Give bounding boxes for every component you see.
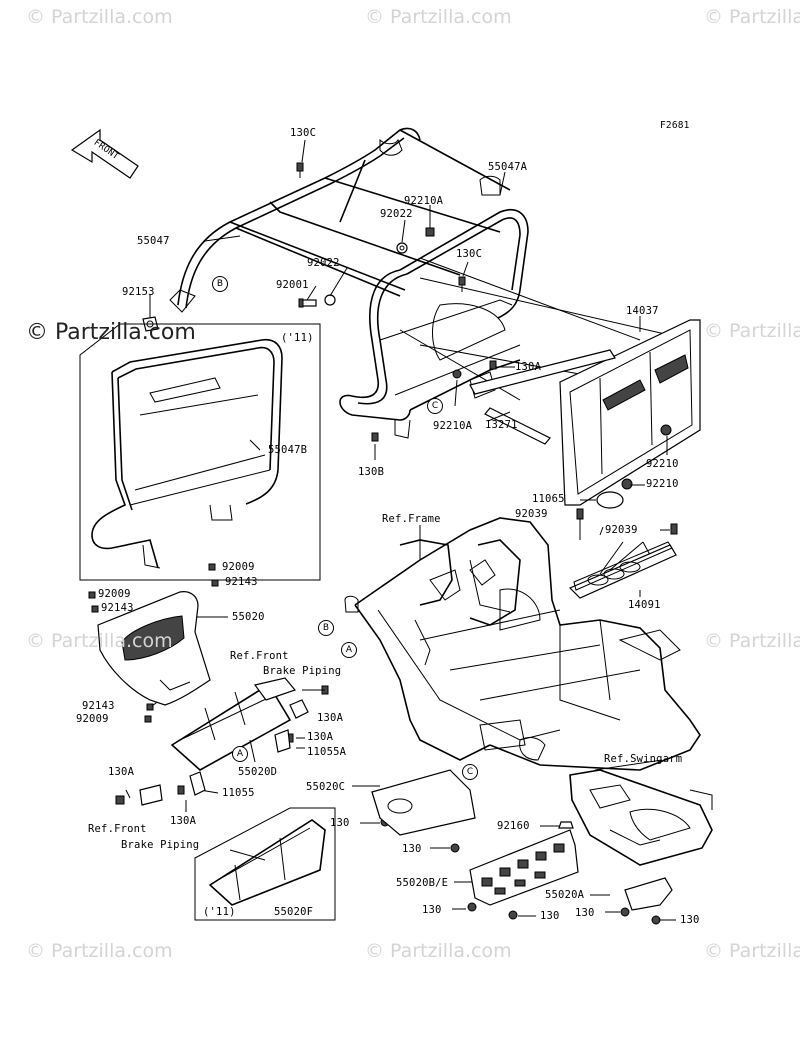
part-label: 130 (402, 843, 422, 855)
leader-lines (125, 139, 676, 921)
part-label: 55020D (238, 766, 278, 778)
watermark: © Partzilla.com (365, 6, 512, 28)
inset-55047B (79, 323, 321, 581)
part-label: 130B (358, 466, 385, 478)
ref-front-brake-label: Ref.Front (88, 823, 147, 835)
part-label: 130C (290, 127, 317, 139)
part-label: 55020B/E (396, 877, 449, 889)
part-label: 55020 (232, 611, 265, 623)
watermark: © Partzilla.com (26, 940, 173, 962)
frame-drawing (344, 517, 701, 771)
ref-frame-label: Ref.Frame (382, 513, 441, 525)
callout-c: C (427, 398, 443, 414)
part-label: 92153 (122, 286, 155, 298)
skid-55020A-drawing (624, 877, 673, 911)
part-label: 55047A (488, 161, 528, 173)
watermark: © Partzilla.com (704, 320, 800, 342)
part-label: 92009 (222, 561, 255, 573)
skid-55020C-drawing (371, 769, 476, 836)
watermark: © Partzilla.com (26, 6, 173, 28)
part-label: 14091 (628, 599, 661, 611)
part-label: 92009 (76, 713, 109, 725)
callout-c: C (462, 764, 478, 780)
part-label: 92001 (276, 279, 309, 291)
fender-55020-drawing (97, 591, 211, 706)
callout-a: A (341, 642, 357, 658)
part-label: 92143 (225, 576, 258, 588)
part-label: 92210 (646, 478, 679, 490)
part-label: 130 (422, 904, 442, 916)
swingarm-drawing (569, 769, 713, 866)
watermark: © Partzilla.com (365, 940, 512, 962)
watermark-brand: © Partzilla.com (26, 320, 196, 345)
part-label: 92039 (515, 508, 548, 520)
part-label: 130A (170, 815, 197, 827)
part-label: 130A (317, 712, 344, 724)
guard-55047-drawing (169, 127, 511, 313)
part-label: 55020A (545, 889, 585, 901)
part-label: 92143 (101, 602, 134, 614)
watermark: © Partzilla.com (26, 630, 173, 652)
screen-14037-drawing (559, 319, 701, 506)
part-label: 92210A (404, 195, 444, 207)
grommet-11065-drawing (596, 491, 624, 509)
part-label: 92009 (98, 588, 131, 600)
inset-55020F (194, 807, 336, 921)
part-label: 130 (540, 910, 560, 922)
part-label: 55020C (306, 781, 346, 793)
skid-55020BE-drawing (469, 829, 579, 906)
watermark: © Partzilla.com (704, 6, 800, 28)
part-label: 11055A (307, 746, 347, 758)
part-label: 11055 (222, 787, 255, 799)
ref-front-brake-label: Brake Piping (121, 839, 200, 851)
part-label: 130 (575, 907, 595, 919)
part-label: 92210A (433, 420, 473, 432)
watermark: © Partzilla.com (704, 940, 800, 962)
front-arrow-icon (70, 128, 139, 179)
ref-swingarm-label: Ref.Swingarm (604, 753, 683, 765)
part-label: 130A (108, 766, 135, 778)
part-label: 14037 (626, 305, 659, 317)
inset-year-label: ('11) (281, 332, 314, 344)
callout-b: B (318, 620, 334, 636)
part-label: 55047 (137, 235, 170, 247)
part-label: 92039 (605, 524, 638, 536)
part-label: 92160 (497, 820, 530, 832)
callout-b: B (212, 276, 228, 292)
ref-front-brake-label: Brake Piping (263, 665, 342, 677)
part-label: 11065 (532, 493, 565, 505)
ref-front-brake-label: Ref.Front (230, 650, 289, 662)
figure-code: F2681 (660, 120, 690, 131)
part-label: 92210 (646, 458, 679, 470)
cover-14091-drawing (568, 541, 677, 599)
part-label: 130 (680, 914, 700, 926)
part-label: 92022 (380, 208, 413, 220)
callout-a: A (232, 746, 248, 762)
part-label: 130C (456, 248, 483, 260)
part-label: 92143 (82, 700, 115, 712)
watermark: © Partzilla.com (704, 630, 800, 652)
part-label: 130 (330, 817, 350, 829)
part-label: 92022 (307, 257, 340, 269)
part-label: 13271 (485, 419, 518, 431)
part-label: 130A (515, 361, 542, 373)
part-label: 55047B (268, 444, 308, 456)
bracket-55020D-drawing (139, 677, 309, 806)
strip-13271-drawing (469, 349, 616, 445)
inset-year-label: ('11) (203, 906, 236, 918)
part-label: 55020F (274, 906, 314, 918)
part-label: 130A (307, 731, 334, 743)
